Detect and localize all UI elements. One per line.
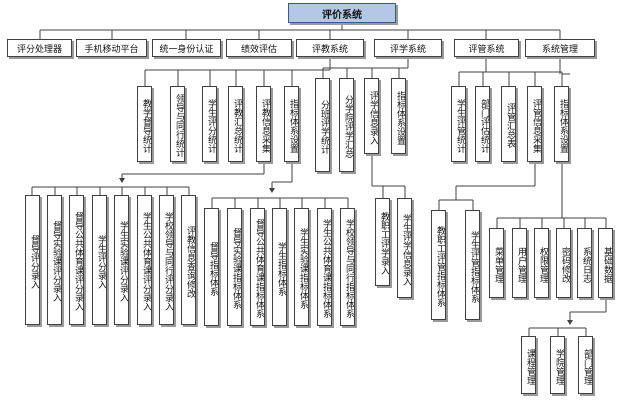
pg-zhibiao-1: 教职工评管指标体系	[431, 210, 446, 320]
jc-kecheng: 课程管理	[521, 336, 536, 394]
px-xinxi-1: 教职工评学录入	[375, 198, 390, 286]
pj-caiji-5: 学生实验课评分录入	[114, 195, 129, 325]
pg-bumen-tongji: 部门评估统计	[475, 86, 490, 162]
pg-xinxi-caiji: 评管信息采集	[527, 86, 542, 162]
pj-lingdao-tongji: 领导与同行统计	[170, 86, 185, 162]
xt-yonghu: 用户管理	[512, 228, 527, 298]
node-jixiao: 绩效评估	[226, 39, 292, 57]
pj-caiji-7: 学校领导与同行评分录入	[159, 195, 174, 325]
pj-zhibiao-4: 学生指标体系	[272, 208, 287, 326]
pg-zhibiao-2: 学生评管指标体系	[465, 210, 480, 320]
pj-zhibiao-5: 学生实验课指标体系	[294, 208, 309, 326]
pj-caiji-1: 督导评分录入	[25, 195, 40, 325]
xt-mima: 密码修改	[556, 228, 571, 298]
px-xinxi-2: 学生评学信息录入	[397, 198, 412, 298]
pj-dudao-tongji: 教学督导统计	[137, 86, 152, 162]
pj-zhibiao-shezhi: 指标体系设置	[284, 86, 299, 162]
node-pingguan: 评管系统	[454, 39, 519, 57]
pj-xuesheng-tongji: 学生评分统计	[202, 86, 217, 162]
px-xueyuan-huizong: 分学院评学汇总	[339, 78, 354, 172]
xt-rizhi: 系统日志	[577, 228, 592, 298]
pg-huizong-biao: 评管汇总表	[501, 86, 516, 162]
node-auth: 统一身份认证	[152, 39, 221, 57]
xt-caidan: 菜单管理	[489, 228, 504, 298]
root-node: 评价系统	[288, 3, 396, 23]
jc-xueyuan: 学院管理	[550, 336, 565, 394]
pj-caiji-6: 学生公共体育课评分录入	[137, 195, 152, 325]
pj-huizong-tongji: 评教汇总统计	[228, 86, 243, 162]
node-pingjiao: 评教系统	[296, 39, 364, 57]
node-mobile: 手机移动平台	[76, 39, 147, 57]
pj-zhibiao-6: 学生公共体育课指标体系	[317, 208, 332, 326]
pj-caiji-2: 督导实验课评分录入	[47, 195, 62, 325]
jc-bumen: 部门管理	[578, 336, 593, 394]
pj-xinxi-caiji: 评教信息采集	[256, 86, 271, 162]
arrow-head-49	[269, 188, 275, 193]
pg-xuesheng-tongji: 学生评管统计	[451, 86, 466, 162]
xt-quanxian: 权限管理	[534, 228, 549, 298]
node-pingfen: 评分处理器	[7, 39, 72, 57]
pj-zhibiao-3: 督导公共体育课指标体系	[250, 208, 265, 326]
px-fenban-tongji: 分班评学统计	[315, 78, 330, 172]
node-xitong: 系统管理	[525, 39, 595, 57]
px-xinxi-luru: 评学信息录入	[364, 78, 379, 154]
pj-zhibiao-2: 督导实验课指标体系	[227, 208, 242, 326]
arrow-head-80	[567, 320, 573, 325]
pj-zhibiao-7: 学校领导与同行指标体系	[340, 208, 355, 326]
pj-caiji-3: 督导公共体育课评分录入	[69, 195, 84, 325]
arrow-head-36	[119, 178, 125, 183]
xt-jichu: 基础数据	[598, 228, 613, 298]
pj-zhibiao-1: 督导指标体系	[204, 208, 219, 326]
pj-caiji-8: 评教信息查询修改	[181, 195, 196, 325]
node-pingxue: 评学系统	[374, 39, 442, 57]
px-zhibiao-shezhi: 指标体系设置	[391, 78, 406, 154]
pg-zhibiao-shezhi: 指标体系设置	[554, 86, 569, 162]
pj-caiji-4: 学生评分录入	[92, 195, 107, 325]
